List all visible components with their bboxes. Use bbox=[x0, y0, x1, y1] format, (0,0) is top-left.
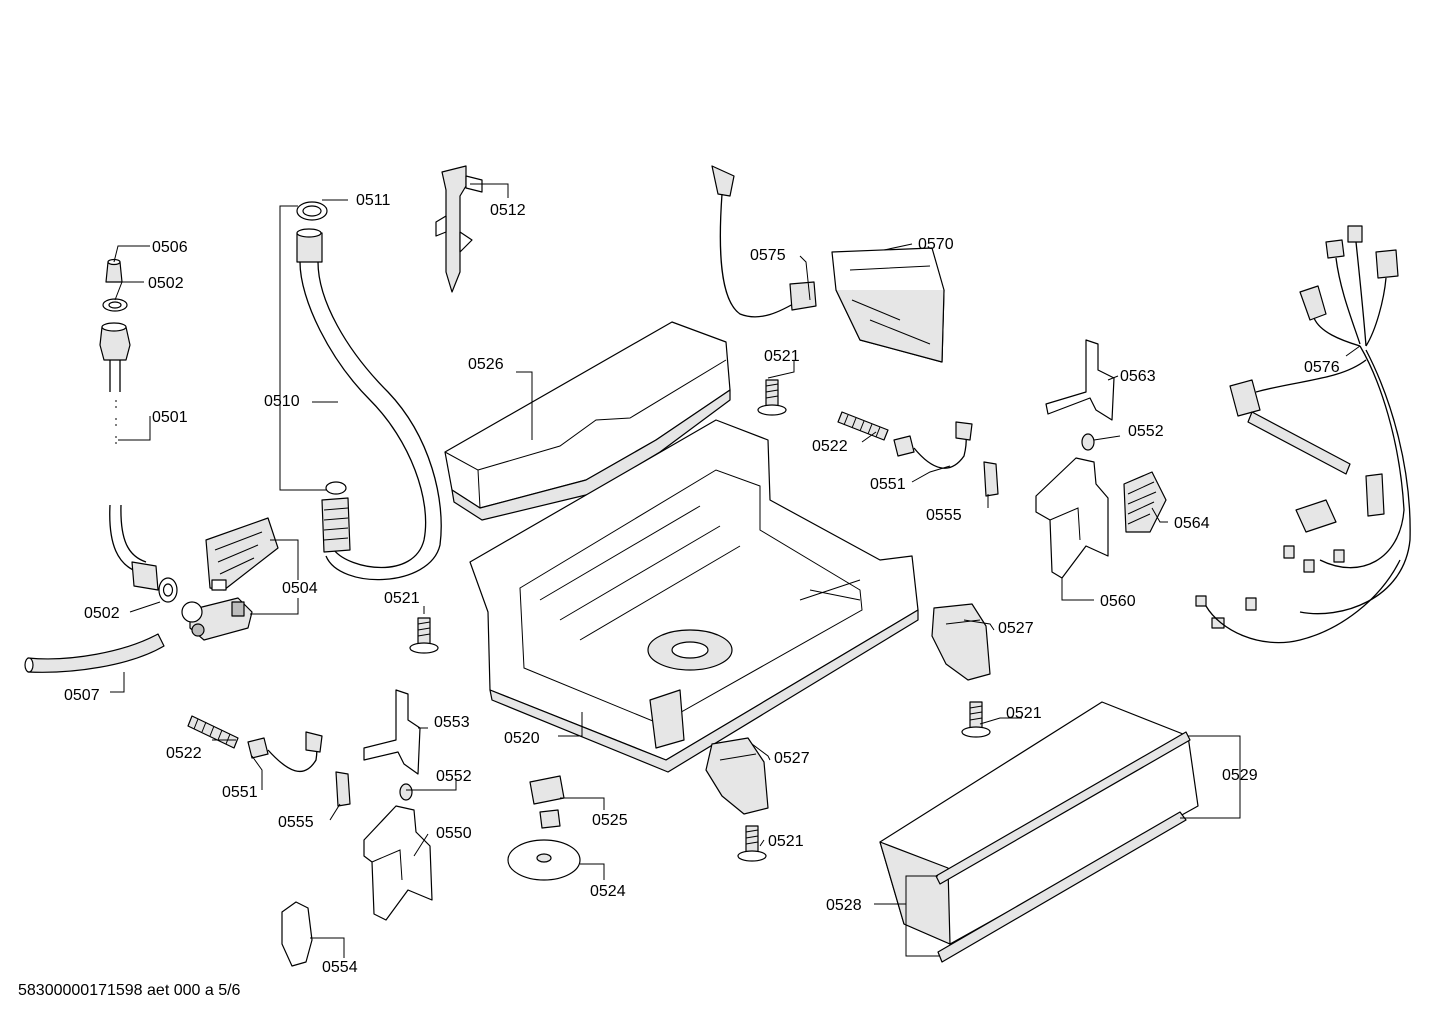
part-0524-disc bbox=[507, 839, 581, 881]
label-0520: 0520 bbox=[504, 730, 540, 747]
label-0563: 0563 bbox=[1120, 368, 1156, 385]
part-0529-kickboard bbox=[879, 701, 1199, 945]
part-0552-nut-left bbox=[399, 783, 413, 801]
part-labels: 0506 0502 0501 0502 0507 0504 0511 0510 … bbox=[64, 192, 1340, 976]
part-0502-washer-top bbox=[102, 298, 128, 312]
part-0521-screw-c bbox=[961, 701, 991, 738]
label-0511: 0511 bbox=[356, 192, 391, 209]
label-0529: 0529 bbox=[1222, 767, 1258, 784]
label-0560: 0560 bbox=[1100, 593, 1136, 610]
part-0504-valve bbox=[181, 597, 253, 641]
label-0502-bottom: 0502 bbox=[84, 605, 120, 622]
part-0560-bracket bbox=[1035, 457, 1109, 579]
label-0510: 0510 bbox=[264, 393, 300, 410]
label-0502-top: 0502 bbox=[148, 275, 184, 292]
part-0512-holder bbox=[435, 165, 483, 293]
label-0525: 0525 bbox=[592, 812, 628, 829]
part-0522-spring-left bbox=[187, 715, 239, 749]
label-0527-right: 0527 bbox=[998, 620, 1034, 637]
part-0521-screw-b bbox=[409, 617, 439, 654]
part-0552-nut-right bbox=[1081, 433, 1095, 451]
label-0501: 0501 bbox=[152, 409, 188, 426]
part-0554-bracket bbox=[281, 901, 313, 967]
label-0521-bottom: 0521 bbox=[768, 833, 804, 850]
label-0507: 0507 bbox=[64, 687, 100, 704]
label-0522-right: 0522 bbox=[812, 438, 848, 455]
part-0522-spring-right bbox=[837, 411, 889, 441]
part-0526-cover bbox=[444, 321, 731, 521]
label-0526: 0526 bbox=[468, 356, 504, 373]
part-0551-sensor-right bbox=[893, 421, 973, 469]
part-0520-base bbox=[469, 419, 919, 773]
part-0521-screw-a bbox=[757, 379, 787, 416]
label-0521-right: 0521 bbox=[1006, 705, 1042, 722]
label-0524: 0524 bbox=[590, 883, 626, 900]
part-0570-control-module bbox=[831, 247, 945, 363]
label-0504: 0504 bbox=[282, 580, 318, 597]
part-0550-bracket bbox=[363, 805, 433, 921]
label-0564: 0564 bbox=[1174, 515, 1210, 532]
label-0553: 0553 bbox=[434, 714, 470, 731]
label-0551-left: 0551 bbox=[222, 784, 258, 801]
part-0564-connector-block bbox=[1123, 471, 1167, 533]
part-0502-washer-bottom bbox=[158, 577, 178, 603]
part-0576-wiring-harness bbox=[1195, 225, 1411, 644]
part-0527-foot-left bbox=[705, 737, 769, 815]
part-0551-sensor-left bbox=[247, 731, 323, 772]
label-0506: 0506 bbox=[152, 239, 188, 256]
part-0506-cap bbox=[105, 258, 123, 283]
label-0576: 0576 bbox=[1304, 359, 1340, 376]
drawing-reference-code: 58300000171598 aet 000 a 5/6 bbox=[18, 982, 241, 999]
part-0501-inlet-hose bbox=[99, 322, 159, 591]
part-0511-clamp bbox=[296, 201, 328, 221]
part-0527-foot-right bbox=[931, 603, 991, 681]
label-0555-left: 0555 bbox=[278, 814, 314, 831]
label-0551-right: 0551 bbox=[870, 476, 906, 493]
leader-lines bbox=[110, 183, 1361, 958]
part-0575-power-cord bbox=[711, 165, 817, 318]
label-0521-left: 0521 bbox=[384, 590, 420, 607]
label-0528: 0528 bbox=[826, 897, 862, 914]
label-0552-right: 0552 bbox=[1128, 423, 1164, 440]
part-0553-bracket bbox=[363, 689, 421, 775]
label-0555-right: 0555 bbox=[926, 507, 962, 524]
part-0555-clip-right bbox=[983, 461, 999, 497]
part-0510-ring bbox=[325, 481, 347, 495]
part-0563-bracket bbox=[1045, 339, 1115, 421]
part-0510-drain-hose bbox=[296, 228, 442, 581]
part-0528-strip bbox=[937, 811, 1187, 963]
label-0552-left: 0552 bbox=[436, 768, 472, 785]
part-0507-tube bbox=[24, 633, 165, 673]
label-0554: 0554 bbox=[322, 959, 358, 976]
label-0570: 0570 bbox=[918, 236, 954, 253]
label-0521-top: 0521 bbox=[764, 348, 800, 365]
label-0522-left: 0522 bbox=[166, 745, 202, 762]
part-0525-connector bbox=[529, 775, 565, 829]
label-0575: 0575 bbox=[750, 247, 786, 264]
label-0550: 0550 bbox=[436, 825, 472, 842]
label-0527-left: 0527 bbox=[774, 750, 810, 767]
part-0555-clip-left bbox=[335, 771, 351, 807]
label-0512: 0512 bbox=[490, 202, 526, 219]
part-0504-bracket bbox=[205, 517, 279, 591]
part-0521-screw-d bbox=[737, 825, 767, 862]
